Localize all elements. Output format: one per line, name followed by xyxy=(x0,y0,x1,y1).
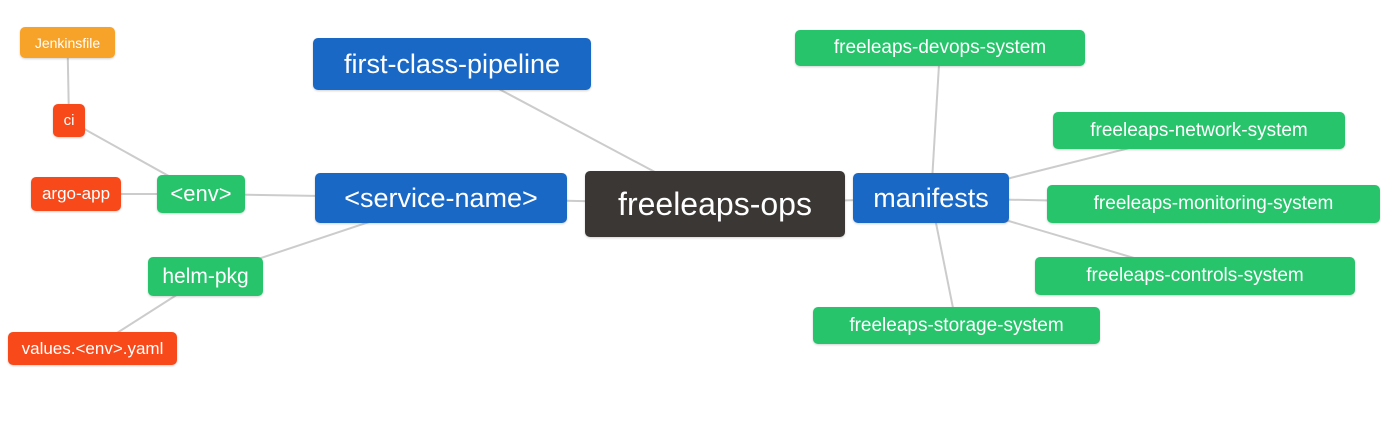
node-service-name[interactable]: <service-name> xyxy=(315,173,567,223)
node-argo-app[interactable]: argo-app xyxy=(31,177,121,211)
node-env[interactable]: <env> xyxy=(157,175,245,213)
node-helm-pkg[interactable]: helm-pkg xyxy=(148,257,263,296)
node-values-env-yaml[interactable]: values.<env>.yaml xyxy=(8,332,177,365)
node-label: values.<env>.yaml xyxy=(21,338,164,358)
node-controls-system[interactable]: freeleaps-controls-system xyxy=(1035,257,1355,295)
node-label: freeleaps-network-system xyxy=(1090,119,1308,141)
node-label: <env> xyxy=(170,181,232,206)
node-label: freeleaps-controls-system xyxy=(1086,265,1304,286)
node-label: freeleaps-monitoring-system xyxy=(1093,193,1334,214)
node-label: ci xyxy=(63,112,75,129)
node-label: freeleaps-ops xyxy=(618,185,812,222)
node-label: freeleaps-storage-system xyxy=(849,314,1064,336)
node-storage-system[interactable]: freeleaps-storage-system xyxy=(813,307,1100,344)
node-label: <service-name> xyxy=(344,182,538,213)
node-label: manifests xyxy=(873,182,989,213)
node-label: freeleaps-devops-system xyxy=(833,37,1047,58)
node-label: Jenkinsfile xyxy=(34,34,101,51)
node-monitoring-system[interactable]: freeleaps-monitoring-system xyxy=(1047,185,1380,223)
node-first-class-pipeline[interactable]: first-class-pipeline xyxy=(313,38,591,90)
node-label: helm-pkg xyxy=(162,264,249,288)
node-network-system[interactable]: freeleaps-network-system xyxy=(1053,112,1345,149)
node-label: argo-app xyxy=(41,184,111,203)
node-manifests[interactable]: manifests xyxy=(853,173,1009,223)
node-label: first-class-pipeline xyxy=(343,48,561,79)
node-freeleaps-ops[interactable]: freeleaps-ops xyxy=(585,171,845,237)
node-ci[interactable]: ci xyxy=(53,104,85,137)
node-devops-system[interactable]: freeleaps-devops-system xyxy=(795,30,1085,66)
node-jenkinsfile[interactable]: Jenkinsfile xyxy=(20,27,115,58)
